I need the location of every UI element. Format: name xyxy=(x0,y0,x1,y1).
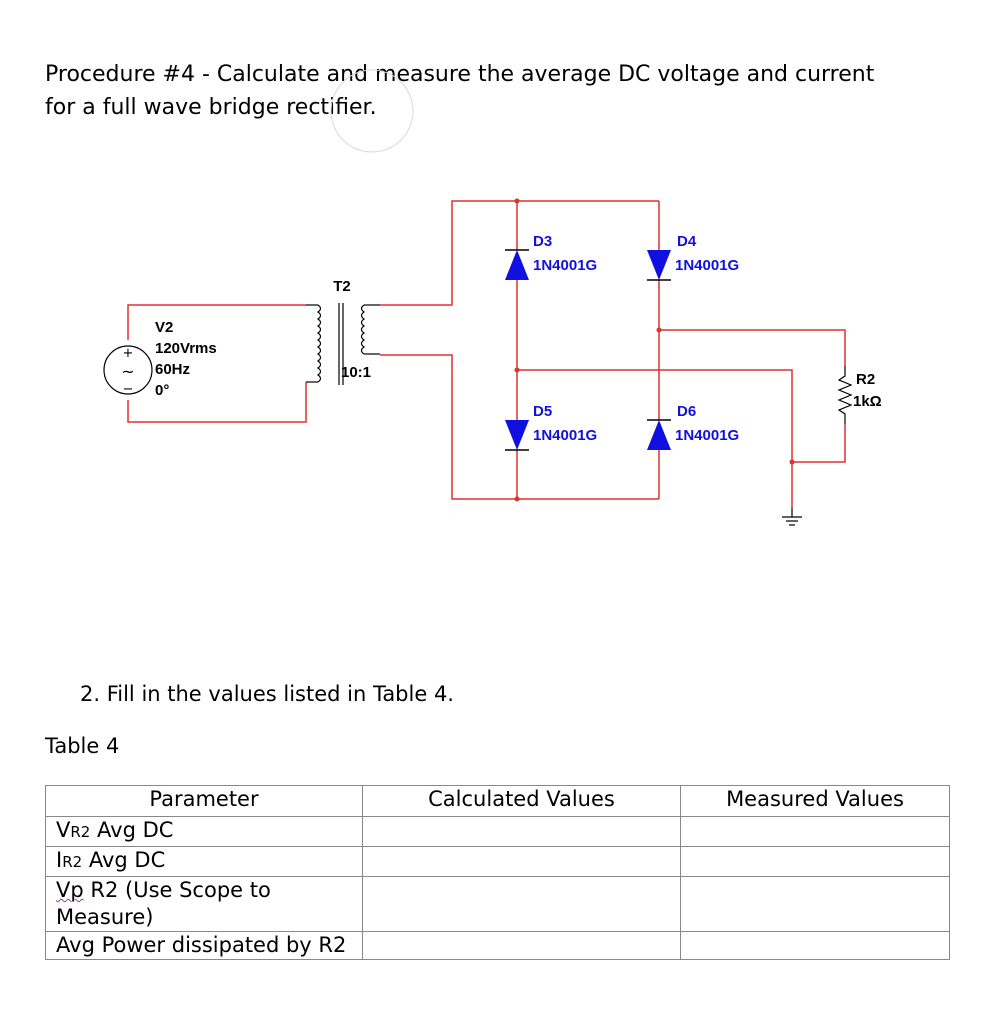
wire-to-r2 xyxy=(659,329,846,366)
heading-line-2: for a full wave bridge rectifier. xyxy=(45,95,377,120)
param-cell: Vp R2 (Use Scope to Measure) xyxy=(45,876,363,932)
table-4: Parameter Calculated Values Measured Val… xyxy=(45,785,950,960)
wire-sec-top xyxy=(380,200,659,306)
table-caption: Table 4 xyxy=(45,734,120,758)
diode-d4: D4 1N4001G xyxy=(647,233,739,281)
measured-value-cell[interactable] xyxy=(680,876,950,932)
bridge-rectifier-schematic: + ~ − V2 120Vrms 60Hz 0° T2 10:1 D3 1N40… xyxy=(103,69,882,526)
measured-value-cell[interactable] xyxy=(680,816,950,847)
diode-d4-name: D4 xyxy=(677,233,697,250)
table-row: Vp R2 (Use Scope to Measure) xyxy=(45,876,950,932)
transformer-ratio: 10:1 xyxy=(341,364,371,381)
svg-text:−: − xyxy=(123,382,134,397)
diode-d6-part: 1N4001G xyxy=(675,427,739,444)
table-row: VR2 Avg DC xyxy=(45,816,950,847)
table-row: Avg Power dissipated by R2 xyxy=(45,931,950,960)
wire-r2-return xyxy=(792,424,846,463)
param-cell: Avg Power dissipated by R2 xyxy=(45,931,363,960)
diode-d4-part: 1N4001G xyxy=(675,257,739,274)
calculated-value-cell[interactable] xyxy=(362,876,681,932)
procedure-heading: Procedure #4 - Calculate and measure the… xyxy=(45,58,945,124)
resistor-value: 1kΩ xyxy=(853,393,882,410)
transformer-t2: T2 10:1 xyxy=(306,278,380,385)
source-frequency: 60Hz xyxy=(155,361,190,378)
measured-value-cell[interactable] xyxy=(680,846,950,877)
calculated-value-cell[interactable] xyxy=(362,846,681,877)
table-row: IR2 Avg DC xyxy=(45,846,950,877)
heading-line-1: Procedure #4 - Calculate and measure the… xyxy=(45,62,875,87)
param-cell: IR2 Avg DC xyxy=(45,846,363,877)
instruction-step: 2. Fill in the values listed in Table 4. xyxy=(80,682,454,706)
resistor-r2: R2 1kΩ xyxy=(837,366,882,424)
wire-primary-top xyxy=(127,304,306,340)
source-voltage: 120Vrms xyxy=(155,340,217,357)
wire-sec-bottom xyxy=(380,354,659,500)
diode-d6: D6 1N4001G xyxy=(647,403,739,450)
svg-text:+: + xyxy=(123,346,134,361)
diode-d5-name: D5 xyxy=(533,403,552,420)
ground-icon xyxy=(782,508,802,526)
table-header-row: Parameter Calculated Values Measured Val… xyxy=(45,785,950,817)
resistor-name: R2 xyxy=(856,371,875,388)
cursor-circle xyxy=(330,69,414,153)
calculated-value-cell[interactable] xyxy=(362,931,681,960)
header-calculated: Calculated Values xyxy=(362,785,681,817)
diode-d5-part: 1N4001G xyxy=(533,427,597,444)
diode-d3-part: 1N4001G xyxy=(533,257,597,274)
ac-source-v2: + ~ − V2 120Vrms 60Hz 0° xyxy=(103,319,217,399)
param-cell: VR2 Avg DC xyxy=(45,816,363,847)
measured-value-cell[interactable] xyxy=(680,931,950,960)
header-measured: Measured Values xyxy=(680,785,950,817)
diode-d6-name: D6 xyxy=(677,403,696,420)
diode-d3-name: D3 xyxy=(533,233,552,250)
source-phase: 0° xyxy=(155,382,169,399)
diode-d5: D5 1N4001G xyxy=(505,403,597,451)
wires xyxy=(127,200,846,508)
wire-primary-bottom xyxy=(127,382,307,423)
svg-text:~: ~ xyxy=(121,362,134,381)
header-parameter: Parameter xyxy=(45,785,363,817)
junction-dots xyxy=(514,198,795,502)
calculated-value-cell[interactable] xyxy=(362,816,681,847)
transformer-name: T2 xyxy=(333,278,351,295)
source-name: V2 xyxy=(155,319,173,336)
diode-d3: D3 1N4001G xyxy=(505,233,597,280)
